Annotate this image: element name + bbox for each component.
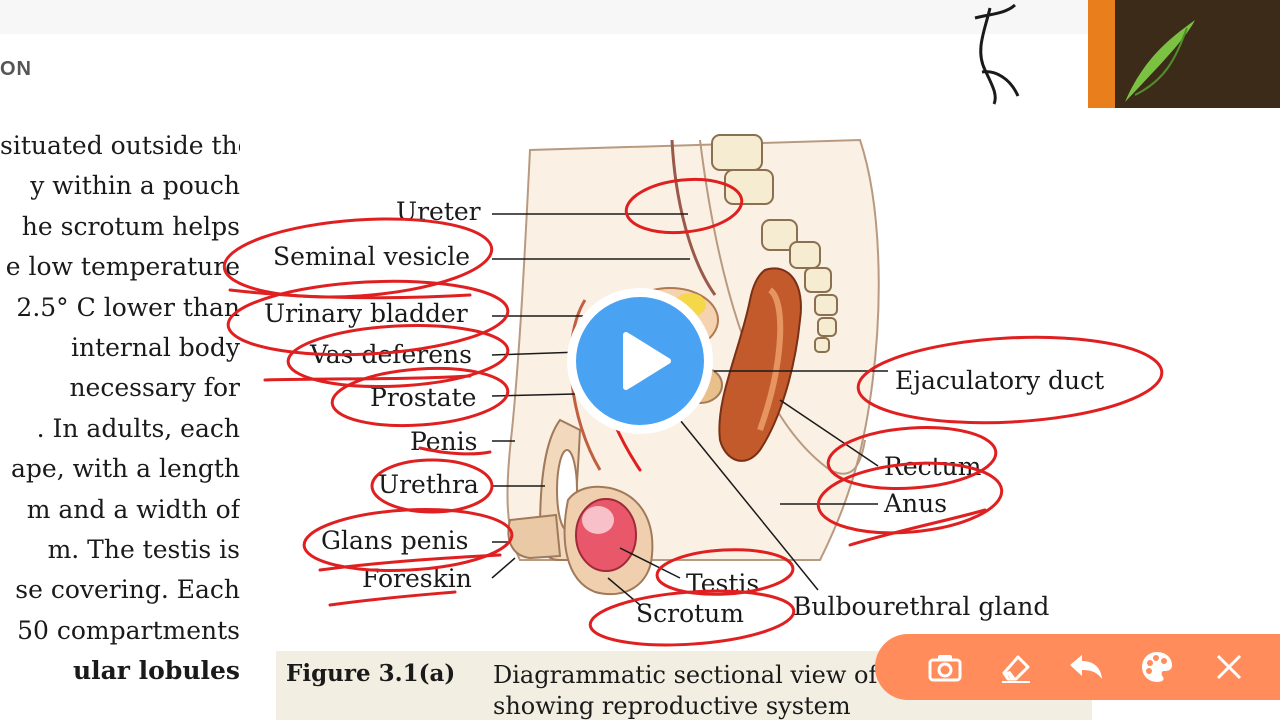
top-strip xyxy=(0,0,1280,34)
label-bulbourethral-gland: Bulbourethral gland xyxy=(793,592,1050,621)
play-icon xyxy=(623,332,671,390)
body-line: internal body xyxy=(70,332,240,362)
logo-strip xyxy=(1088,0,1115,108)
label-ejaculatory-duct: Ejaculatory duct xyxy=(895,366,1105,395)
body-line: m and a width of xyxy=(26,494,240,524)
eraser-icon xyxy=(1002,655,1030,683)
label-scrotum: Scrotum xyxy=(636,599,744,628)
close-button[interactable] xyxy=(1206,644,1252,690)
eraser-button[interactable] xyxy=(993,644,1039,690)
body-line: 2.5° C lower than xyxy=(16,292,240,322)
label-urethra: Urethra xyxy=(378,470,479,499)
body-line: m. The testis is xyxy=(47,534,240,564)
undo-button[interactable] xyxy=(1063,644,1109,690)
label-anus: Anus xyxy=(884,489,948,518)
play-button[interactable] xyxy=(567,288,713,434)
palette-icon xyxy=(1142,652,1172,682)
decorative-figure-icon xyxy=(974,3,1020,105)
body-line: 50 compartments xyxy=(17,615,240,645)
body-line: se covering. Each xyxy=(15,575,240,605)
camera-button[interactable] xyxy=(922,644,968,690)
label-urinary-bladder: Urinary bladder xyxy=(264,299,468,328)
body-line: necessary for xyxy=(69,373,240,403)
palette-button[interactable] xyxy=(1134,644,1180,690)
body-text: situated outside the y within a pouch he… xyxy=(0,126,240,691)
camera-icon xyxy=(928,655,962,682)
body-line: y within a pouch xyxy=(30,171,240,201)
caption-line-2: showing reproductive system xyxy=(493,692,851,720)
body-line: he scrotum helps xyxy=(21,211,240,241)
label-seminal-vesicle: Seminal vesicle xyxy=(273,242,471,271)
body-line: . In adults, each xyxy=(36,413,240,443)
label-glans-penis: Glans penis xyxy=(321,526,469,555)
figure-number: Figure 3.1(a) xyxy=(286,660,456,687)
body-line: e low temperature xyxy=(5,252,240,282)
section-header: ON xyxy=(0,58,32,80)
leaf-logo-icon xyxy=(1115,0,1280,108)
body-line: ape, with a length xyxy=(11,454,240,484)
play-circle xyxy=(576,297,704,425)
logo-corner xyxy=(1115,0,1280,108)
body-line: situated outside the xyxy=(0,131,240,160)
close-icon xyxy=(1216,654,1242,680)
body-line: ular lobules xyxy=(72,656,240,686)
undo-icon xyxy=(1070,655,1102,679)
